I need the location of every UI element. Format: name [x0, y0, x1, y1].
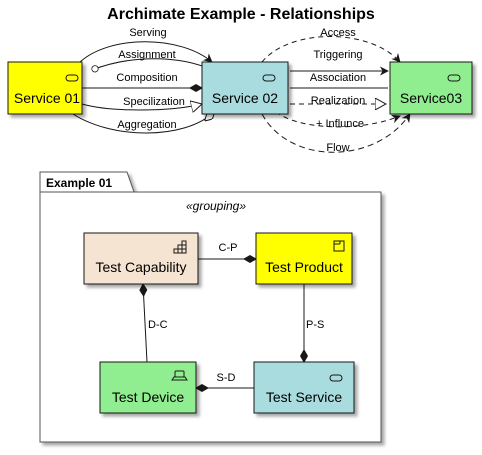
edge-triggering: Triggering	[290, 49, 389, 76]
edge-label-aggregation: Aggregation	[117, 119, 176, 131]
node-capability[interactable]: Test Capability	[83, 232, 199, 285]
node-service03-box	[389, 61, 473, 115]
node-device-box	[99, 361, 197, 414]
edge-label-access: Access	[320, 27, 356, 39]
node-service03-label: Service03	[400, 90, 462, 106]
edge-label-triggering: Triggering	[313, 49, 362, 61]
node-service03[interactable]: Service03	[389, 61, 473, 115]
node-product[interactable]: Test Product	[255, 232, 353, 285]
edge-label-assignment: Assignment	[118, 49, 175, 61]
edge-label-influence: + Influnce	[316, 118, 364, 130]
node-service-box	[253, 361, 355, 414]
edge-label-dc: D-C	[148, 319, 168, 331]
edge-label-realization: Realization	[311, 95, 365, 107]
edge-label-association: Association	[310, 72, 366, 84]
edge-influence: + Influnce	[275, 111, 401, 130]
edge-flow: Flow	[261, 113, 411, 154]
node-service02-box	[201, 61, 289, 115]
node-service01-label: Service 01	[14, 90, 80, 106]
service-icon	[65, 74, 79, 82]
edge-realization: Realization	[290, 95, 386, 107]
node-product-label: Test Product	[265, 259, 343, 275]
node-service01-box	[7, 61, 83, 115]
edge-association: Association	[290, 72, 388, 89]
device-icon	[171, 370, 188, 381]
group-stereotype: «grouping»	[186, 199, 246, 213]
edge-aggregation: Aggregation	[69, 112, 214, 134]
node-capability-label: Test Capability	[95, 259, 186, 275]
node-device[interactable]: Test Device	[99, 361, 197, 414]
service-icon	[262, 74, 276, 82]
edge-label-ps: P-S	[306, 319, 324, 331]
edge-label-composition: Composition	[116, 72, 177, 84]
node-service01[interactable]: Service 01	[7, 61, 83, 115]
edge-composition: Composition	[82, 72, 203, 92]
edge-sd: S-D	[195, 372, 254, 392]
node-capability-box	[83, 232, 199, 285]
edge-assignment: Assignment	[91, 49, 215, 75]
group-tab-label: Example 01	[46, 176, 112, 190]
edge-access: Access	[261, 27, 401, 63]
node-service02[interactable]: Service 02	[201, 61, 289, 115]
edge-label-specialization: Specilization	[123, 96, 185, 108]
product-icon	[333, 240, 345, 252]
edge-serving: Serving	[79, 27, 213, 63]
node-service[interactable]: Test Service	[253, 361, 355, 414]
capability-icon	[173, 240, 187, 254]
edge-cp: C-P	[198, 242, 257, 263]
edge-specialization: Specilization	[81, 96, 202, 110]
node-device-label: Test Device	[112, 389, 185, 405]
edge-label-serving: Serving	[129, 27, 166, 39]
edge-label-flow: Flow	[326, 142, 349, 154]
edge-label-sd: S-D	[217, 372, 236, 384]
service-icon	[329, 374, 343, 382]
node-service02-label: Service 02	[212, 90, 278, 106]
edge-ps: P-S	[300, 284, 324, 363]
node-service-label: Test Service	[266, 389, 342, 405]
edge-dc: D-C	[139, 283, 168, 363]
edge-label-cp: C-P	[219, 242, 238, 254]
service-icon	[447, 74, 461, 82]
diagram-title: Archimate Example - Relationships	[107, 6, 375, 23]
